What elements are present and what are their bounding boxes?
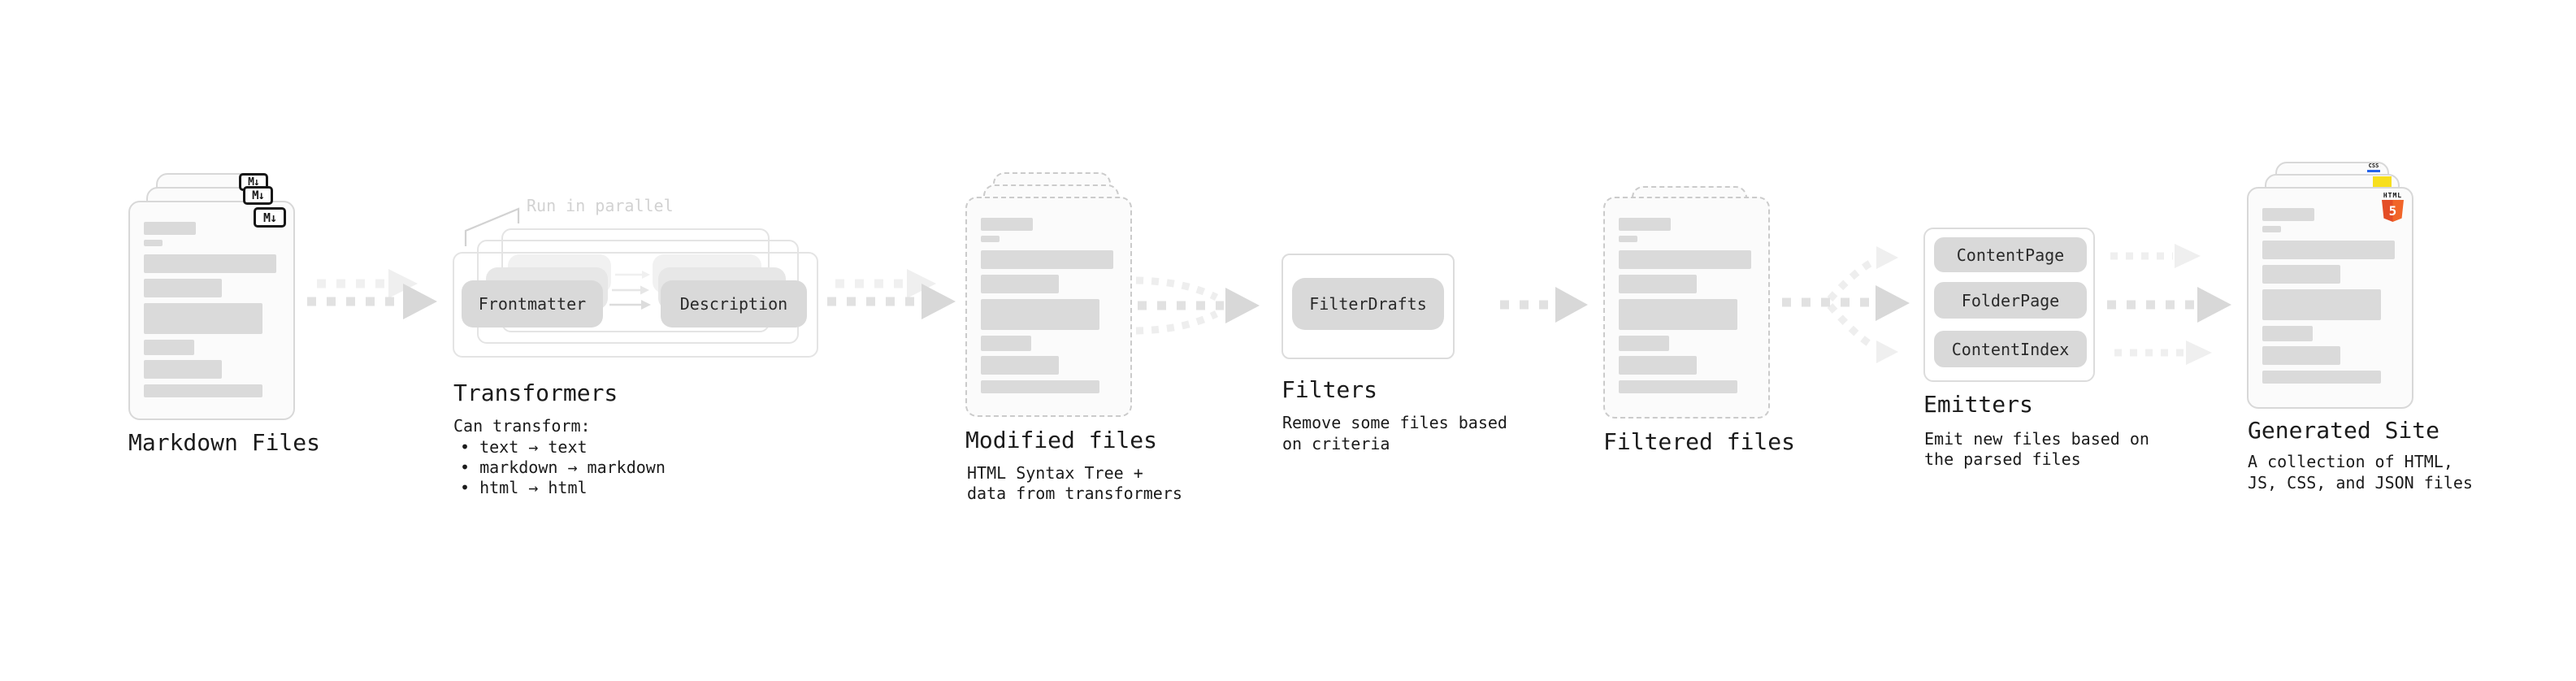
generated-site-desc: A collection of HTML, — [2248, 452, 2453, 471]
text-line-placeholder — [981, 250, 1113, 269]
contentindex-pill: ContentIndex — [1934, 331, 2087, 367]
emitters-desc: the parsed files — [1924, 449, 2081, 469]
text-line-placeholder — [144, 360, 222, 379]
text-line-placeholder — [2262, 241, 2395, 259]
filtered-files-label: Filtered files — [1603, 428, 1796, 455]
text-line-placeholder — [144, 384, 262, 397]
modified-files-desc: HTML Syntax Tree + — [967, 463, 1143, 483]
text-line-placeholder — [981, 336, 1031, 351]
filterdrafts-pill: FilterDrafts — [1292, 278, 1444, 330]
text-line-placeholder — [1619, 275, 1697, 293]
run-in-parallel-callout: Run in parallel — [527, 196, 674, 215]
modified-files-desc: data from transformers — [967, 484, 1182, 503]
text-line-placeholder — [981, 356, 1059, 375]
text-line-placeholder — [2262, 346, 2340, 365]
text-line-placeholder — [2262, 371, 2381, 384]
text-line-placeholder — [144, 279, 222, 297]
text-line-placeholder — [144, 340, 194, 355]
text-line-placeholder — [1619, 299, 1737, 330]
css-file-icon: CSS — [2366, 163, 2381, 172]
folderpage-pill: FolderPage — [1934, 282, 2087, 319]
text-line-placeholder — [2262, 208, 2314, 221]
markdown-icon: M↓ — [243, 186, 273, 205]
markdown-files-label: Markdown Files — [128, 429, 321, 456]
contentpage-pill: ContentPage — [1934, 237, 2087, 272]
js-file-icon — [2373, 176, 2392, 187]
text-line-placeholder — [144, 240, 163, 246]
html5-icon-label: HTML — [2383, 192, 2403, 199]
css-icon-label: CSS — [2368, 163, 2379, 169]
flow-arrow-filters-to-filtered — [1500, 287, 1588, 323]
text-line-placeholder — [2262, 226, 2281, 232]
transformers-bullet: • html → html — [460, 478, 588, 497]
transformers-heading: Transformers — [453, 380, 618, 406]
emitters-desc: Emit new files based on — [1924, 429, 2149, 449]
flow-arrow-markdown-to-transformers — [307, 269, 437, 319]
modified-files-label: Modified files — [965, 427, 1158, 453]
text-line-placeholder — [1619, 336, 1669, 351]
text-line-placeholder — [144, 222, 196, 235]
transformer-layer-box-front — [453, 252, 818, 358]
filters-desc: Remove some files based — [1282, 413, 1507, 432]
run-in-parallel-connector-line — [464, 207, 520, 246]
markdown-icon: M↓ — [254, 207, 286, 228]
generated-site-desc: JS, CSS, and JSON files — [2248, 473, 2473, 492]
text-line-placeholder — [981, 299, 1099, 330]
flow-arrow-filtered-to-emitters — [1782, 246, 1910, 363]
description-pill: Description — [661, 280, 807, 327]
emitters-heading: Emitters — [1923, 391, 2033, 418]
frontmatter-pill: Frontmatter — [462, 280, 603, 327]
flow-arrow-modified-to-filters — [1135, 276, 1260, 335]
html5-icon: HTML 5 — [2382, 192, 2404, 222]
text-line-placeholder — [1619, 380, 1737, 393]
text-line-placeholder — [1619, 236, 1637, 242]
text-line-placeholder — [144, 254, 276, 273]
transformers-bullet: • markdown → markdown — [460, 458, 666, 477]
text-line-placeholder — [2262, 326, 2313, 341]
text-line-placeholder — [1619, 250, 1751, 269]
text-line-placeholder — [1619, 356, 1697, 375]
text-line-placeholder — [981, 236, 1000, 242]
text-line-placeholder — [1619, 218, 1671, 231]
text-line-placeholder — [144, 303, 262, 334]
transformers-bullet: • text → text — [460, 437, 588, 457]
transformers-desc-title: Can transform: — [453, 416, 591, 436]
text-line-placeholder — [2262, 265, 2340, 284]
text-line-placeholder — [981, 218, 1033, 231]
text-line-placeholder — [2262, 289, 2381, 320]
text-line-placeholder — [981, 380, 1099, 393]
generated-site-label: Generated Site — [2248, 417, 2440, 444]
flow-arrow-transformers-to-modified — [827, 269, 956, 319]
html5-icon-shield: 5 — [2382, 200, 2404, 222]
filters-desc: on criteria — [1282, 434, 1390, 453]
css-icon-underline — [2367, 170, 2380, 172]
text-line-placeholder — [981, 275, 1059, 293]
flow-arrow-emitters-to-generated — [2107, 244, 2231, 365]
filters-heading: Filters — [1281, 376, 1378, 403]
transformer-pill-arrows — [609, 271, 651, 310]
